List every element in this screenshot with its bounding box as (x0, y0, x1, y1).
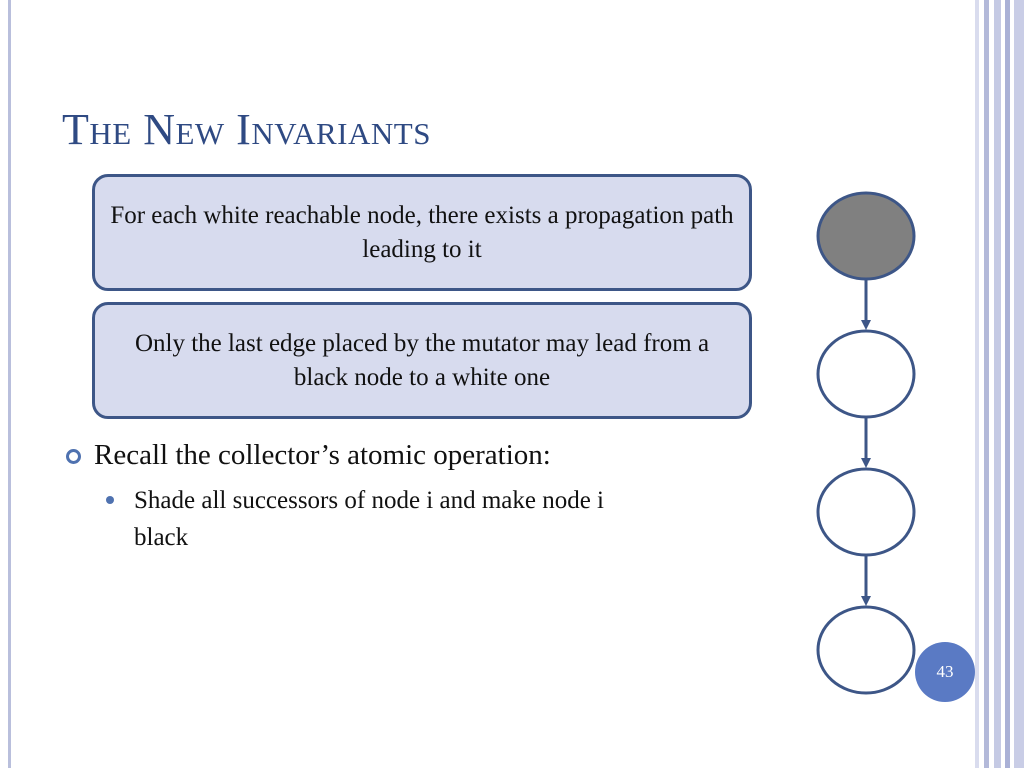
invariant-box-2-text: Only the last edge placed by the mutator… (134, 329, 710, 391)
bullet-level-2-text: Shade all successors of node i and make … (134, 487, 605, 551)
graph-node-2 (816, 329, 916, 419)
decor-stripe (1014, 0, 1024, 768)
left-border-rule (8, 0, 11, 768)
decor-stripe (984, 0, 989, 768)
ring-bullet-icon (66, 449, 81, 464)
decor-stripe (1005, 0, 1010, 768)
graph-node-4 (816, 605, 916, 695)
page-number-badge: 43 (915, 642, 975, 702)
invariant-box-1: For each white reachable node, there exi… (92, 174, 752, 291)
graph-node-3 (816, 467, 916, 557)
node-chain-diagram (816, 191, 916, 695)
slide-title: The New Invariants (62, 105, 431, 154)
graph-node-1 (816, 191, 916, 281)
decor-stripe (975, 0, 979, 768)
bullet-level-2: Shade all successors of node i and make … (106, 482, 634, 556)
bullet-level-1: Recall the collector’s atomic operation: (66, 436, 551, 474)
bullet-level-1-text: Recall the collector’s atomic operation: (94, 439, 551, 471)
invariant-box-1-text: For each white reachable node, there exi… (110, 201, 734, 263)
invariant-box-2: Only the last edge placed by the mutator… (92, 302, 752, 419)
decor-stripe (994, 0, 1001, 768)
dot-bullet-icon (106, 496, 114, 504)
page-number: 43 (936, 662, 954, 681)
